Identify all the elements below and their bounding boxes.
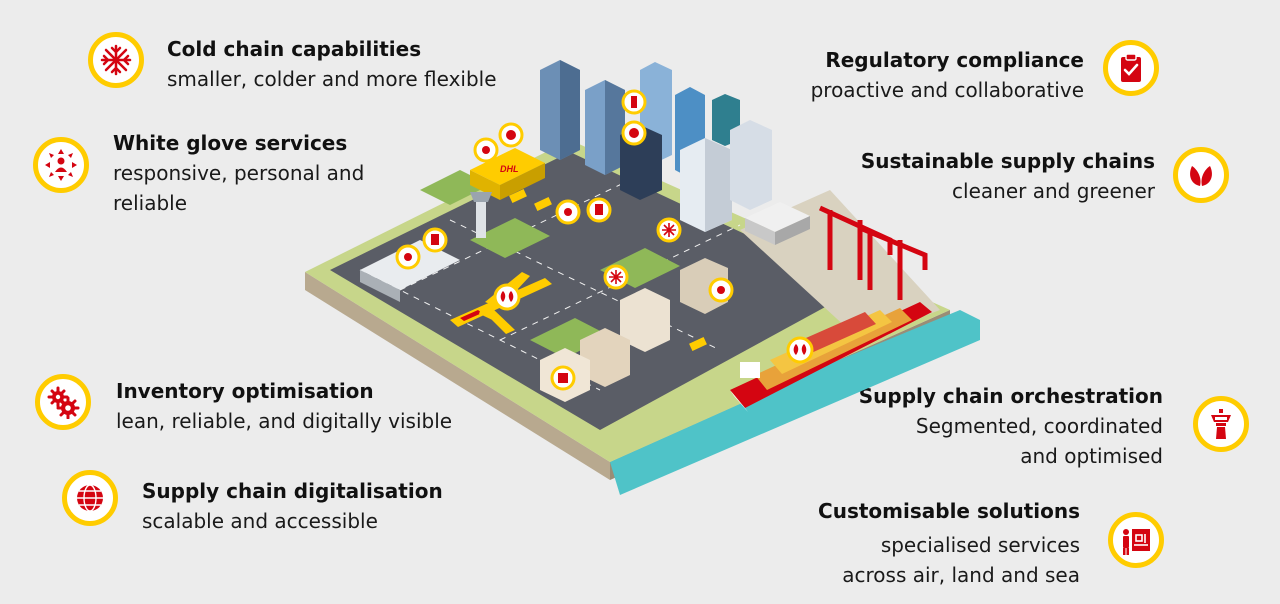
map-pin-gears [473, 137, 499, 163]
map-pin-snowflake-2 [603, 264, 629, 290]
warehouses [745, 202, 810, 245]
map-pin-globe-2 [621, 120, 647, 146]
cold-chain-badge [88, 32, 144, 88]
port-cranes [818, 205, 928, 300]
feature-title: Sustainable supply chains [860, 149, 1155, 173]
feature-desc: specialised services [880, 533, 1080, 557]
gears-icon [47, 386, 80, 419]
dhl-hub: DHL [470, 148, 545, 200]
digitalisation-badge [62, 470, 118, 526]
feature-title: Supply chain orchestration [858, 384, 1163, 408]
clipboard-check-icon [1121, 53, 1141, 82]
sea [610, 310, 980, 495]
terminal-side [360, 270, 400, 302]
feature-title: White glove services [113, 131, 348, 155]
platform-left-side [305, 272, 610, 480]
map-pin-globe [498, 122, 524, 148]
orchestration-badge [1193, 396, 1249, 452]
map-pin-person [555, 199, 581, 225]
map-pin-leaves [493, 283, 521, 311]
feature-title: Regulatory compliance [825, 48, 1084, 72]
feature-title: Inventory optimisation [116, 379, 374, 403]
feature-regulatory: Regulatory compliance proactive and coll… [811, 45, 1084, 105]
skyscrapers [540, 60, 772, 232]
dhl-trucks [478, 188, 707, 352]
feature-title: Customisable solutions [818, 499, 1080, 523]
customisable-badge [1108, 512, 1164, 568]
feature-orchestration: Supply chain orchestration Segmented, co… [859, 381, 1163, 471]
feature-desc: scalable and accessible [142, 509, 378, 533]
person-arrows-icon [45, 149, 77, 181]
feature-title: Supply chain digitalisation [142, 479, 443, 503]
control-tower-icon [1211, 409, 1231, 439]
feature-desc: smaller, colder and more flexible [167, 67, 497, 91]
urban-area [330, 152, 860, 430]
airport-tower [470, 192, 492, 238]
feature-desc: cleaner and greener [952, 179, 1155, 203]
map-pin-person-2 [708, 277, 734, 303]
feature-desc: across air, land and sea [842, 563, 1080, 587]
feature-cold-chain: Cold chain capabilities smaller, colder … [167, 34, 497, 94]
feature-digitalisation: Supply chain digitalisation scalable and… [142, 476, 443, 536]
feature-desc: Segmented, coordinated [915, 414, 1163, 438]
sustainable-badge [1173, 147, 1229, 203]
map-pin-clipboard [586, 197, 612, 223]
feature-desc: responsive, personal and [113, 161, 365, 185]
leaves-icon [1190, 166, 1212, 186]
feature-inventory: Inventory optimisation lean, reliable, a… [116, 376, 452, 436]
inventory-badge [35, 374, 91, 430]
feature-title: Cold chain capabilities [167, 37, 422, 61]
feature-desc: reliable [113, 191, 188, 215]
feature-white-glove: White glove services responsive, persona… [113, 128, 364, 218]
map-pin-leaves-2 [786, 336, 814, 364]
map-pin-gears-2 [395, 244, 421, 270]
map-pin-person-board [550, 365, 576, 391]
white-glove-badge [33, 137, 89, 193]
feature-desc: and optimised [1020, 444, 1163, 468]
map-pin-snowflake [656, 217, 682, 243]
isometric-city-illustration: DHL [305, 60, 980, 495]
hub-brand-label: DHL [500, 164, 519, 174]
person-board-icon [1123, 529, 1150, 555]
feature-desc: proactive and collaborative [810, 78, 1084, 102]
globe-icon [77, 484, 103, 512]
map-pin-tower [621, 89, 647, 115]
snowflake-icon [100, 44, 132, 76]
feature-desc: lean, reliable, and digitally visible [116, 409, 453, 433]
map-pin-clipboard-2 [422, 227, 448, 253]
regulatory-badge [1103, 40, 1159, 96]
feature-customisable: Customisable solutions specialised servi… [818, 496, 1080, 590]
feature-sustainable: Sustainable supply chains cleaner and gr… [861, 146, 1155, 206]
